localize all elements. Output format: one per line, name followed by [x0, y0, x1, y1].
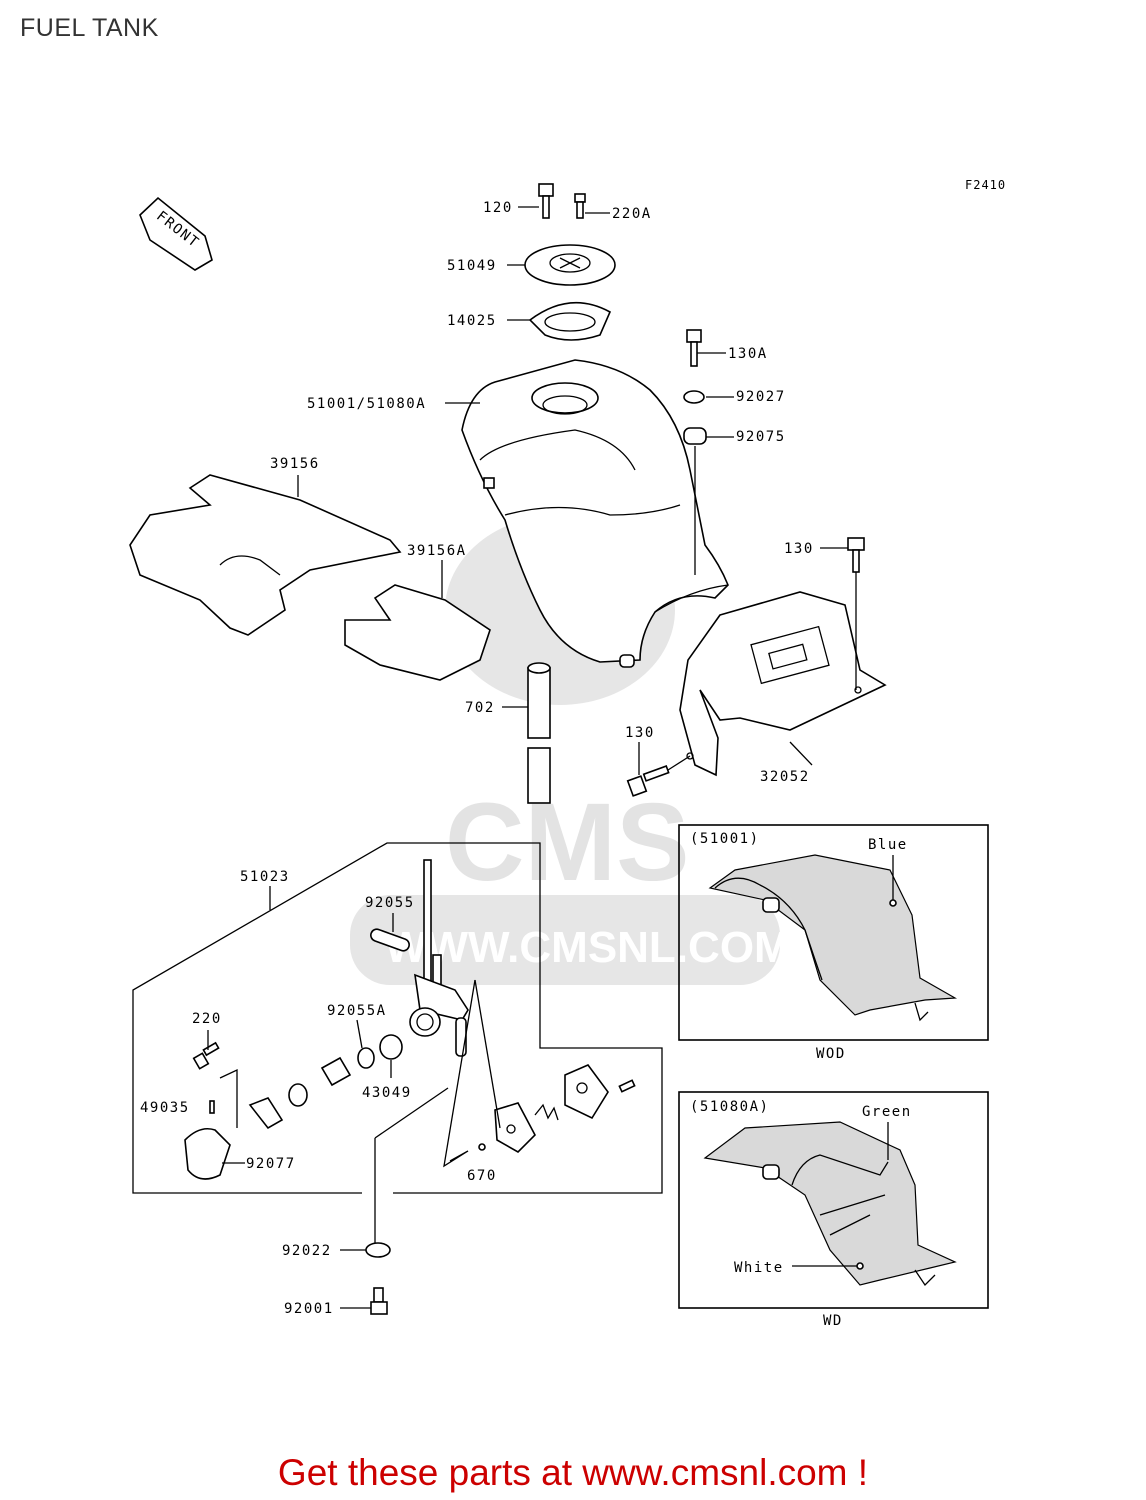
lever-92077: [184, 1127, 231, 1180]
gasket-14025: [528, 301, 612, 341]
o-ring-92055: [370, 928, 410, 952]
label-39156: 39156: [270, 456, 320, 472]
label-92055: 92055: [365, 895, 415, 911]
label-92022: 92022: [282, 1243, 332, 1259]
inset-blue-model: (51001): [690, 831, 760, 847]
label-670: 670: [467, 1168, 497, 1184]
label-220: 220: [192, 1011, 222, 1027]
label-43049: 43049: [362, 1085, 412, 1101]
inset-green-color2: White: [734, 1260, 784, 1276]
footer-link[interactable]: Get these parts at www.cmsnl.com !: [277, 1452, 869, 1493]
bolt-120: [538, 183, 554, 219]
pad-39156a: [344, 584, 491, 681]
label-130a: 130A: [728, 346, 768, 362]
bolt-130a: [686, 329, 702, 367]
bolt-130-lower: [626, 765, 670, 797]
plunger: [320, 1056, 352, 1087]
diaphragm-cover: [564, 1064, 609, 1120]
o-ring-670: [478, 1143, 486, 1151]
label-220a: 220A: [612, 206, 652, 222]
label-702: 702: [465, 700, 495, 716]
label-39156a: 39156A: [407, 543, 467, 559]
front-arrow-icon: FRONT: [139, 196, 213, 271]
washer-92022: [365, 1242, 391, 1258]
tube-702: [527, 662, 551, 804]
gasket-43049: [379, 1034, 403, 1060]
label-14025: 14025: [447, 313, 497, 329]
spring: [534, 1103, 559, 1121]
fuel-tank-51001: [461, 359, 729, 668]
bolt-130-upper: [847, 537, 865, 573]
fuel-tank-diagram: CMS WWW.CMSNL.COM FRONT: [129, 183, 989, 1329]
label-130-lower: 130: [625, 725, 655, 741]
diaphragm-plate: [494, 1102, 536, 1153]
o-ring-92055a: [357, 1047, 375, 1069]
bracket-32052: [679, 591, 887, 777]
label-51049: 51049: [447, 258, 497, 274]
collar-92027: [683, 390, 705, 404]
inset-green-model: (51080A): [690, 1099, 769, 1115]
label-130-upper: 130: [784, 541, 814, 557]
page-title: FUEL TANK: [20, 14, 159, 42]
fuel-cock-51023: [409, 859, 469, 1057]
washer: [288, 1083, 308, 1107]
screw-220: [192, 1041, 220, 1070]
figure-code: F2410: [965, 178, 1007, 192]
label-51001-51080a: 51001/51080A: [307, 396, 426, 412]
fuel-cap-51049: [524, 244, 616, 286]
pin-49035: [209, 1100, 215, 1114]
inset-51001: [678, 824, 989, 1041]
watermark-url: WWW.CMSNL.COM: [385, 923, 791, 972]
inset-green-code: WD: [823, 1313, 843, 1329]
label-49035: 49035: [140, 1100, 190, 1116]
label-32052: 32052: [760, 769, 810, 785]
damper-92075: [683, 427, 707, 445]
inset-51080a: [678, 1091, 989, 1309]
label-92001: 92001: [284, 1301, 334, 1317]
label-51023: 51023: [240, 869, 290, 885]
small-screw: [618, 1079, 636, 1093]
label-92077: 92077: [246, 1156, 296, 1172]
inset-blue-color: Blue: [868, 837, 908, 853]
bolt-92001: [370, 1287, 388, 1315]
inset-green-color1: Green: [862, 1104, 912, 1120]
label-92055a: 92055A: [327, 1003, 387, 1019]
fuel-cock-assembly-frame: [132, 842, 663, 1194]
plate: [248, 1097, 284, 1130]
label-92075: 92075: [736, 429, 786, 445]
bolt-220a: [574, 193, 586, 219]
label-120: 120: [483, 200, 513, 216]
inset-blue-code: WOD: [816, 1046, 846, 1062]
pad-39156: [129, 474, 402, 636]
label-92027: 92027: [736, 389, 786, 405]
